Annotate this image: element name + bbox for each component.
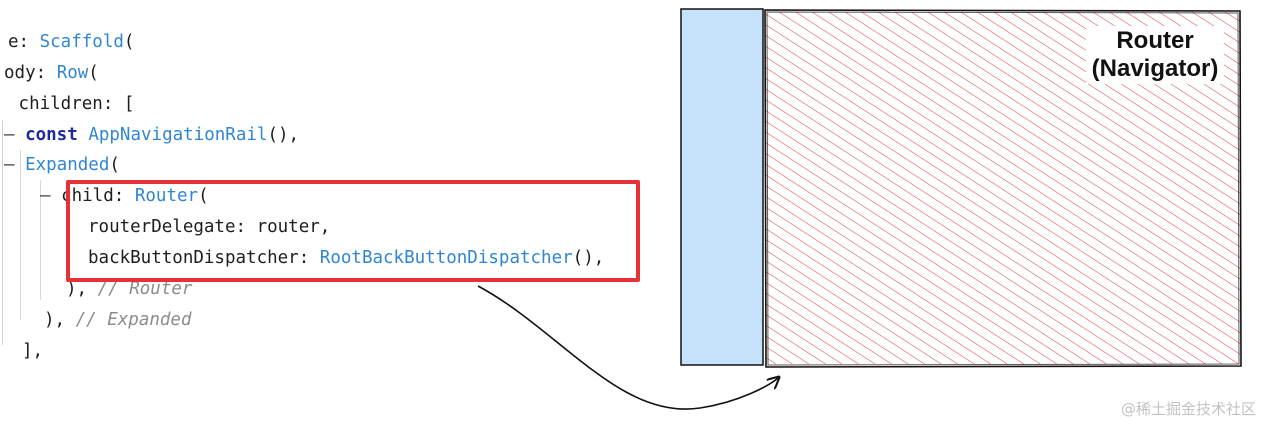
code-line: ), // Router — [66, 279, 193, 299]
code-panel: e: Scaffold( ody: Row( children: [ — con… — [2, 32, 640, 361]
router-highlight-box — [66, 180, 640, 282]
code-line: — const AppNavigationRail(), — [4, 125, 300, 145]
code-line: children: [ — [8, 94, 135, 114]
code-line: ], — [22, 341, 44, 361]
code-line: backButtonDispatcher: RootBackButtonDisp… — [88, 248, 605, 268]
indent-guide — [40, 180, 41, 300]
code-line: — child: Router( — [40, 186, 209, 206]
router-box-sketch — [766, 11, 1240, 366]
router-subtitle: (Navigator) — [1091, 55, 1219, 82]
navigation-rail-box — [680, 8, 764, 366]
router-box — [764, 9, 1242, 368]
indent-guide — [20, 150, 21, 320]
router-title: Router — [1116, 27, 1194, 54]
code-line: — Expanded( — [4, 155, 120, 175]
router-label: Router (Navigator) — [1086, 26, 1224, 84]
code-line: ody: Row( — [4, 63, 99, 83]
code-line: ), // Expanded — [44, 310, 192, 330]
connector-arrow — [477, 285, 778, 410]
watermark: @稀土掘金技术社区 — [1120, 400, 1256, 418]
code-line: routerDelegate: router, — [88, 217, 331, 237]
indent-guide — [2, 120, 3, 345]
code-line: e: Scaffold( — [8, 32, 135, 52]
